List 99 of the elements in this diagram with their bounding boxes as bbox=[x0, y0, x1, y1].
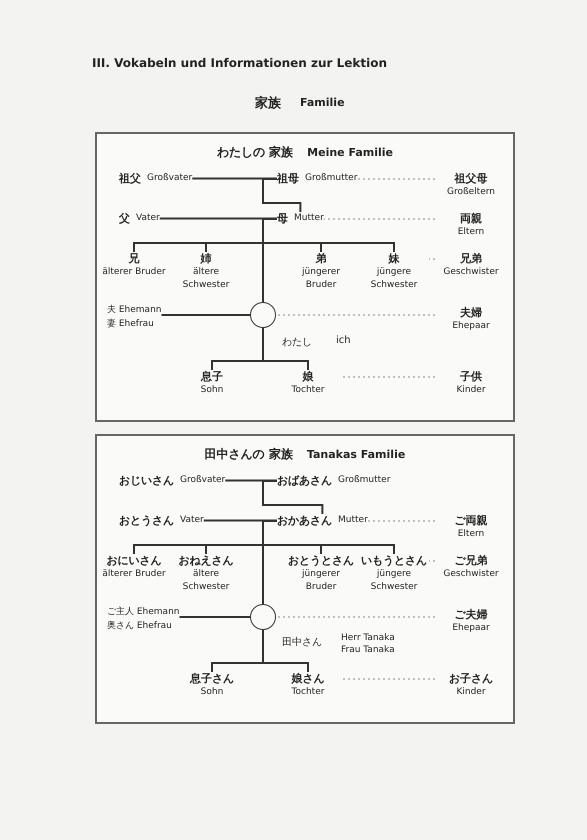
term-text: Vater bbox=[180, 514, 204, 527]
family-line bbox=[204, 520, 277, 522]
japanese-term: 息子 bbox=[201, 370, 223, 383]
leader-line bbox=[276, 314, 436, 316]
japanese-term: おとうさん bbox=[119, 514, 174, 527]
term-text: Großmutter bbox=[305, 172, 358, 185]
term-text: jüngere Schwester bbox=[370, 266, 418, 292]
term-text: jüngere Schwester bbox=[370, 568, 418, 594]
term-text: Großeltern bbox=[446, 186, 495, 199]
term-text: Eltern bbox=[458, 528, 484, 541]
japanese-term: お子さん bbox=[449, 672, 493, 685]
term-text: ältere Schwester bbox=[182, 568, 230, 594]
term-text: ältere Schwester bbox=[182, 266, 230, 292]
term-text: Ehepaar bbox=[452, 320, 490, 333]
japanese-term: おかあさん bbox=[277, 514, 332, 527]
term-text: Sohn bbox=[200, 384, 224, 397]
term-text: jüngerer Bruder bbox=[300, 266, 341, 292]
family-line bbox=[262, 178, 302, 212]
japanese-term: 祖父母 bbox=[454, 172, 488, 185]
family-line bbox=[262, 520, 395, 554]
japanese-term: 息子さん bbox=[190, 672, 234, 685]
leader-line bbox=[342, 376, 436, 378]
japanese-term: 兄弟 bbox=[460, 252, 482, 265]
leader-line bbox=[323, 218, 436, 220]
family-line bbox=[262, 480, 324, 514]
term-text: Geschwister bbox=[443, 266, 499, 279]
term-text: Großmutter bbox=[338, 474, 390, 487]
term-text: älterer Bruder bbox=[102, 266, 166, 279]
term-text: Geschwister bbox=[443, 568, 499, 581]
japanese-term: 両親 bbox=[460, 212, 482, 225]
japanese-term: 夫婦 bbox=[460, 306, 482, 319]
family-line bbox=[262, 218, 395, 252]
japanese-term: 子供 bbox=[460, 370, 482, 383]
family-line bbox=[179, 616, 250, 618]
term-text: Vater bbox=[136, 212, 160, 225]
panel-heading: わたしの 家族 bbox=[216, 144, 294, 161]
panel-heading: Tanakas Familie bbox=[306, 448, 406, 461]
person-circle bbox=[250, 604, 276, 630]
japanese-term: ご両親 bbox=[454, 514, 488, 527]
japanese-term: おねえさん bbox=[178, 554, 234, 567]
japanese-term: いもうとさん bbox=[361, 554, 427, 567]
japanese-term: ご夫婦 bbox=[454, 608, 488, 621]
person-caption: ich bbox=[336, 335, 351, 346]
term-text: Großvater bbox=[147, 172, 192, 185]
family-line bbox=[262, 328, 309, 370]
term-text: Kinder bbox=[456, 686, 486, 699]
panel-heading: 田中さんの 家族 bbox=[204, 446, 293, 463]
japanese-term: 妹 bbox=[388, 252, 400, 265]
family-panel bbox=[95, 434, 515, 724]
section-heading: III. Vokabeln und Informationen zur Lektion bbox=[92, 56, 388, 70]
person-caption: わたし bbox=[282, 336, 312, 349]
term-text: 妻 Ehefrau bbox=[107, 318, 154, 331]
japanese-term: 娘さん bbox=[292, 672, 324, 685]
japanese-term: 弟 bbox=[316, 252, 326, 265]
term-text: Tochter bbox=[292, 384, 324, 397]
japanese-term: おとうとさん bbox=[288, 554, 354, 567]
panel-heading: Meine Familie bbox=[307, 146, 393, 159]
leader-line bbox=[276, 616, 436, 618]
term-text: Mutter bbox=[294, 212, 324, 225]
person-caption: Herr Tanaka bbox=[341, 633, 395, 643]
japanese-term: 娘 bbox=[302, 370, 314, 383]
family-line bbox=[262, 630, 309, 672]
japanese-term: おにいさん bbox=[106, 554, 162, 567]
person-caption: 田中さん bbox=[282, 636, 322, 649]
japanese-term: おばあさん bbox=[277, 474, 332, 487]
term-text: Ehepaar bbox=[452, 622, 490, 635]
term-text: Eltern bbox=[458, 226, 484, 239]
family-line bbox=[161, 314, 250, 316]
term-text: Großvater bbox=[180, 474, 226, 487]
person-circle bbox=[250, 302, 276, 328]
japanese-term: 姉 bbox=[200, 252, 212, 265]
japanese-term: おじいさん bbox=[119, 474, 174, 487]
japanese-term: 母 bbox=[277, 212, 288, 225]
family-line bbox=[160, 218, 277, 220]
person-caption: Frau Tanaka bbox=[341, 645, 395, 655]
leader-line bbox=[356, 178, 436, 180]
term-text: älterer Bruder bbox=[102, 568, 166, 581]
term-text: Sohn bbox=[200, 686, 224, 699]
japanese-term: 祖母 bbox=[277, 172, 299, 185]
japanese-term: 兄 bbox=[128, 252, 140, 265]
family-panel bbox=[95, 132, 515, 422]
term-text: ご主人 Ehemann bbox=[107, 606, 180, 619]
term-text: Mutter bbox=[338, 514, 368, 527]
term-text: Kinder bbox=[456, 384, 486, 397]
leader-line bbox=[367, 520, 436, 522]
leader-line bbox=[428, 560, 436, 562]
term-text: Tochter bbox=[292, 686, 324, 699]
japanese-term: ご兄弟 bbox=[454, 554, 488, 567]
japanese-term: 父 bbox=[119, 212, 130, 225]
term-text: 奥さん Ehefrau bbox=[107, 620, 172, 633]
family-line bbox=[225, 480, 277, 482]
leader-line bbox=[342, 678, 436, 680]
page-subtitle: 家族 bbox=[255, 94, 281, 112]
page-subtitle: Familie bbox=[300, 96, 345, 109]
term-text: jüngerer Bruder bbox=[300, 568, 341, 594]
term-text: 夫 Ehemann bbox=[107, 304, 162, 317]
japanese-term: 祖父 bbox=[119, 172, 141, 185]
family-line bbox=[192, 178, 277, 180]
leader-line bbox=[428, 258, 436, 260]
